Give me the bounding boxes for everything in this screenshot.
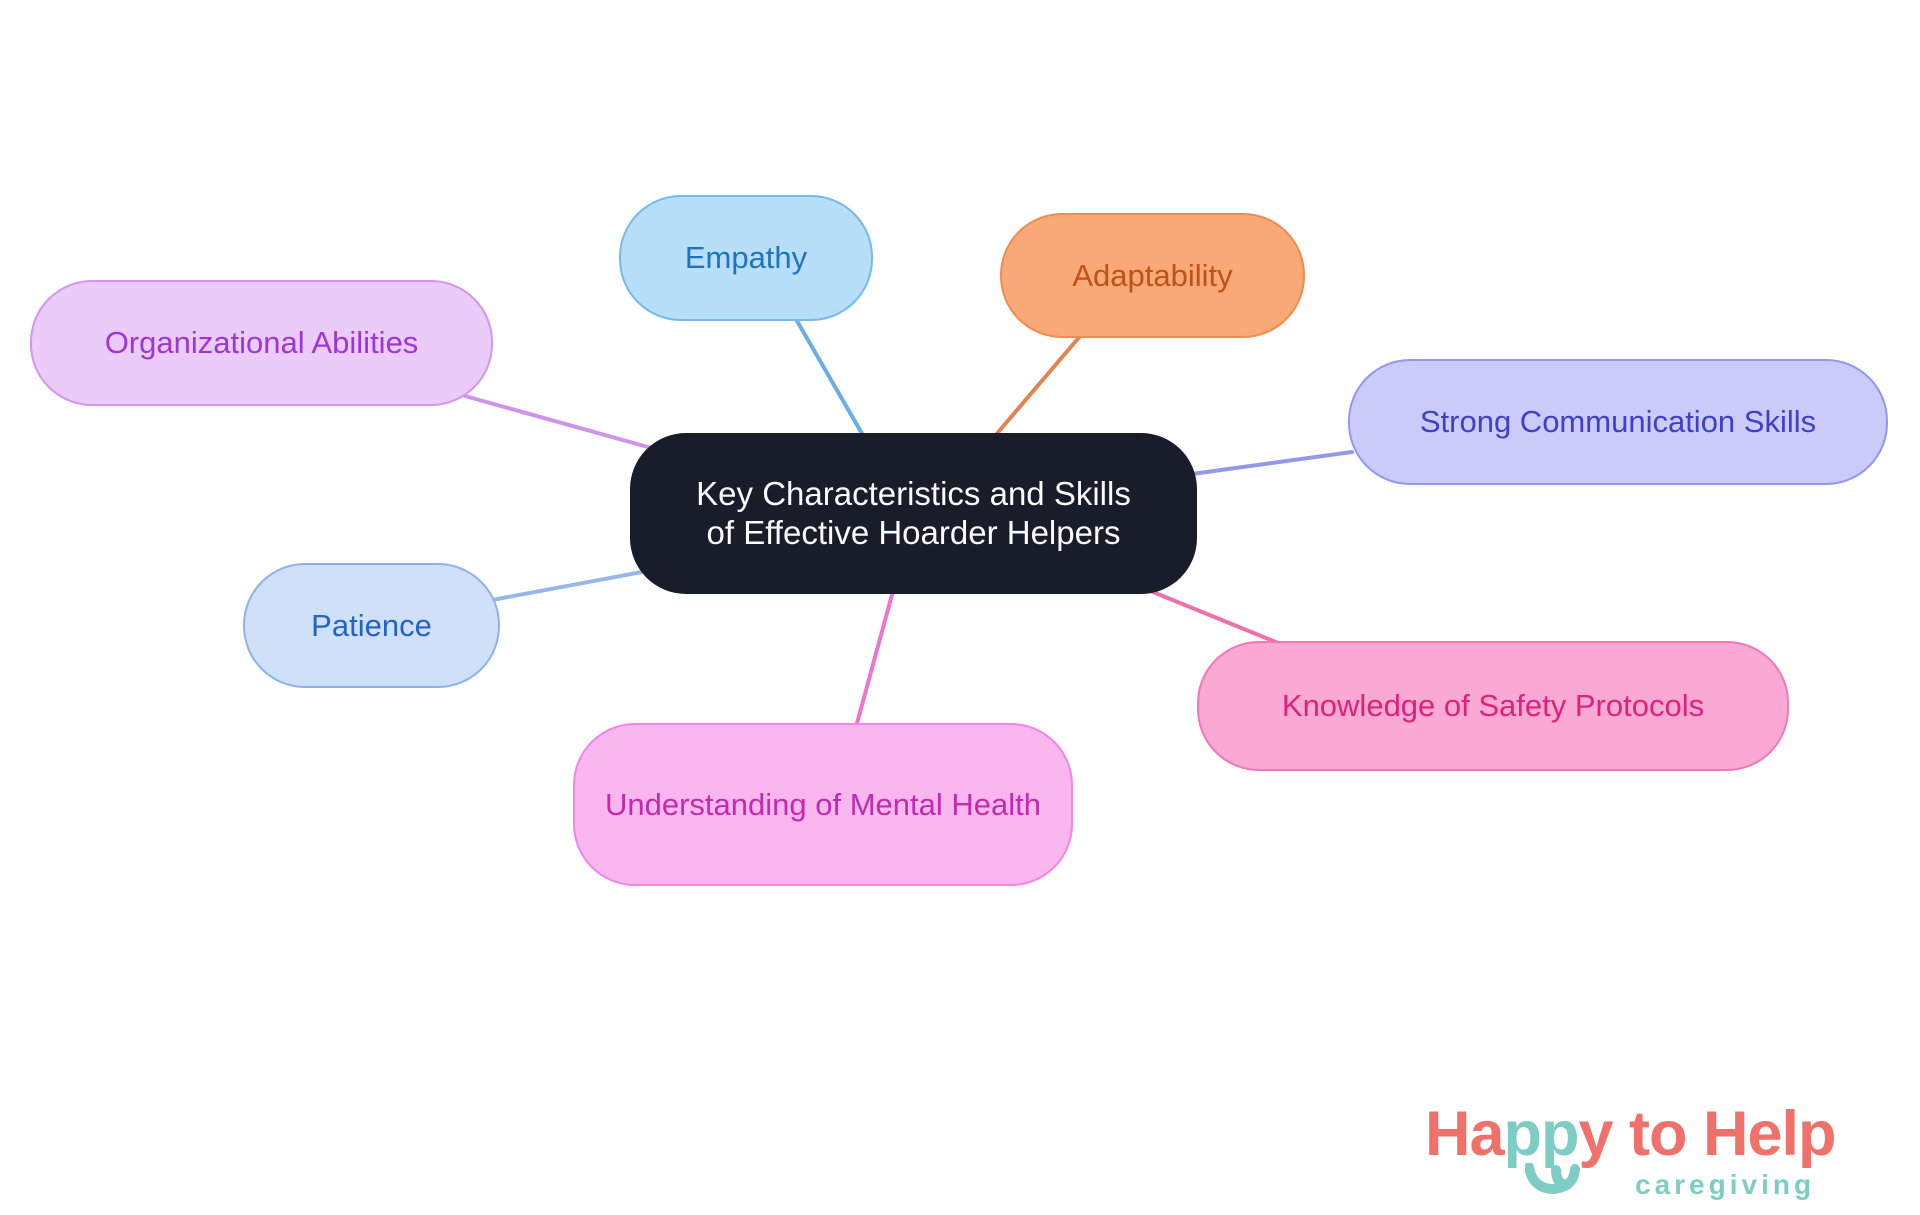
connector-adaptability <box>992 333 1083 439</box>
node-empathy[interactable]: Empathy <box>619 195 873 321</box>
logo-subtitle: caregiving <box>1635 1169 1816 1200</box>
node-label: Strong Communication Skills <box>1419 404 1817 440</box>
logo-wordmark: Happy to Help <box>1425 1103 1895 1166</box>
node-adaptability[interactable]: Adaptability <box>1000 213 1305 338</box>
node-knowledge-of-safety-protocols[interactable]: Knowledge of Safety Protocols <box>1197 641 1789 771</box>
node-label: Empathy <box>684 240 808 276</box>
central-topic-line1: Key Characteristics and Skills <box>696 474 1131 512</box>
node-central-topic[interactable]: Key Characteristics and Skills of Effect… <box>630 433 1197 594</box>
central-topic-label: Key Characteristics and Skills of Effect… <box>696 475 1131 553</box>
node-strong-communication-skills[interactable]: Strong Communication Skills <box>1348 359 1888 485</box>
node-organizational-abilities[interactable]: Organizational Abilities <box>30 280 493 406</box>
node-label: Knowledge of Safety Protocols <box>1281 688 1705 724</box>
node-label: Adaptability <box>1072 257 1233 293</box>
connector-patience <box>490 570 644 602</box>
node-label: Patience <box>311 607 432 643</box>
node-label: Understanding of Mental Health <box>605 786 1041 822</box>
smile-icon <box>1525 1163 1580 1194</box>
connector-empathy <box>791 312 866 439</box>
connector-communication <box>1190 450 1354 476</box>
central-topic-line2: of Effective Hoarder Helpers <box>706 513 1121 551</box>
logo-text-pp: pp <box>1503 1099 1580 1169</box>
node-patience[interactable]: Patience <box>243 563 500 688</box>
node-understanding-of-mental-health[interactable]: Understanding of Mental Health <box>573 723 1073 886</box>
connector-knowledge <box>1146 588 1295 651</box>
logo-text-ha: Ha <box>1425 1099 1505 1169</box>
logo-text-y-to-help: y to Help <box>1578 1099 1837 1169</box>
connector-understanding <box>854 589 895 729</box>
happy-to-help-logo: Happy to Help caregiving <box>1425 1103 1895 1213</box>
connector-organizational <box>463 394 657 451</box>
node-label: Organizational Abilities <box>104 325 419 361</box>
